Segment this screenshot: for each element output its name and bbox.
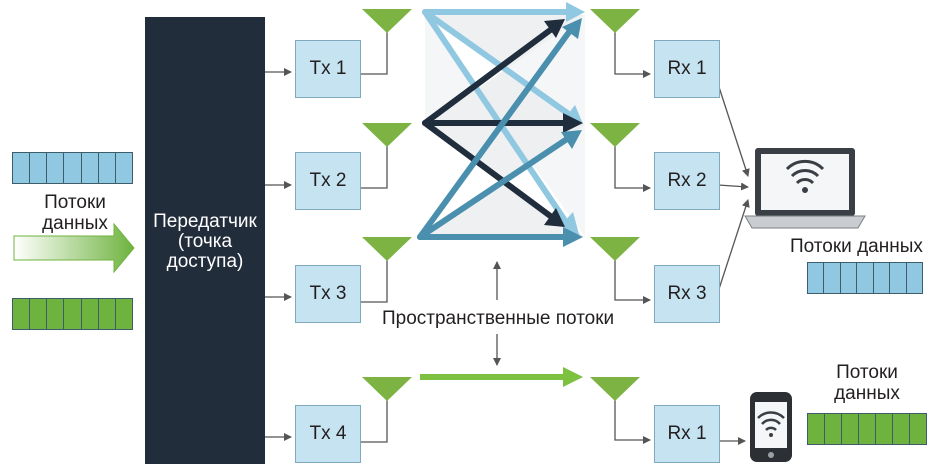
- tx3-antenna-line: [361, 255, 388, 303]
- phone-green-stream: [807, 413, 927, 445]
- rx-box-1: Rx 1: [654, 40, 720, 98]
- antenna-icon: [362, 377, 412, 401]
- laptop-blue-stream: [807, 262, 923, 294]
- antenna-icon: [362, 123, 412, 147]
- left-green-stream: [12, 298, 133, 330]
- rx2-antenna-line: [614, 141, 651, 192]
- antenna-icon: [362, 237, 412, 261]
- tx-box-1: Tx 1: [295, 40, 361, 98]
- rx-box-3: Rx 3: [654, 265, 720, 323]
- tx1-antenna-line: [361, 28, 388, 75]
- rx3-antenna-line: [614, 255, 651, 304]
- antenna-icon: [590, 237, 640, 261]
- input-arrow: [13, 222, 135, 274]
- left-blue-stream: [12, 152, 133, 184]
- rx1-antenna-line: [614, 28, 651, 78]
- tx-box-2: Tx 2: [295, 152, 361, 210]
- spatial-streams-label: Пространственные потоки: [380, 308, 617, 329]
- laptop-wifi-icon: [744, 148, 866, 229]
- laptop-streams-label: Потоки данных: [790, 236, 923, 257]
- transmitter-block: [145, 17, 265, 464]
- tx2-antenna-line: [361, 141, 388, 189]
- antenna-icon: [590, 377, 640, 401]
- antenna-icon: [590, 123, 640, 147]
- phone-wifi-icon: [750, 392, 792, 462]
- rx-box-2: Rx 2: [654, 152, 720, 210]
- left-streams-label: Потоки данных: [42, 192, 108, 234]
- antenna-icon: [590, 9, 640, 33]
- phone-streams-label: Потоки данных: [834, 362, 900, 404]
- tx-box-3: Tx 3: [295, 265, 361, 323]
- tx-box-4: Tx 4: [295, 405, 361, 463]
- rx4-antenna-line: [614, 395, 651, 444]
- rx-box-4: Rx 1: [654, 405, 720, 463]
- tx4-antenna-line: [361, 395, 388, 443]
- antenna-icon: [362, 9, 412, 33]
- transmitter-label: Передатчик (точка доступа): [153, 211, 257, 272]
